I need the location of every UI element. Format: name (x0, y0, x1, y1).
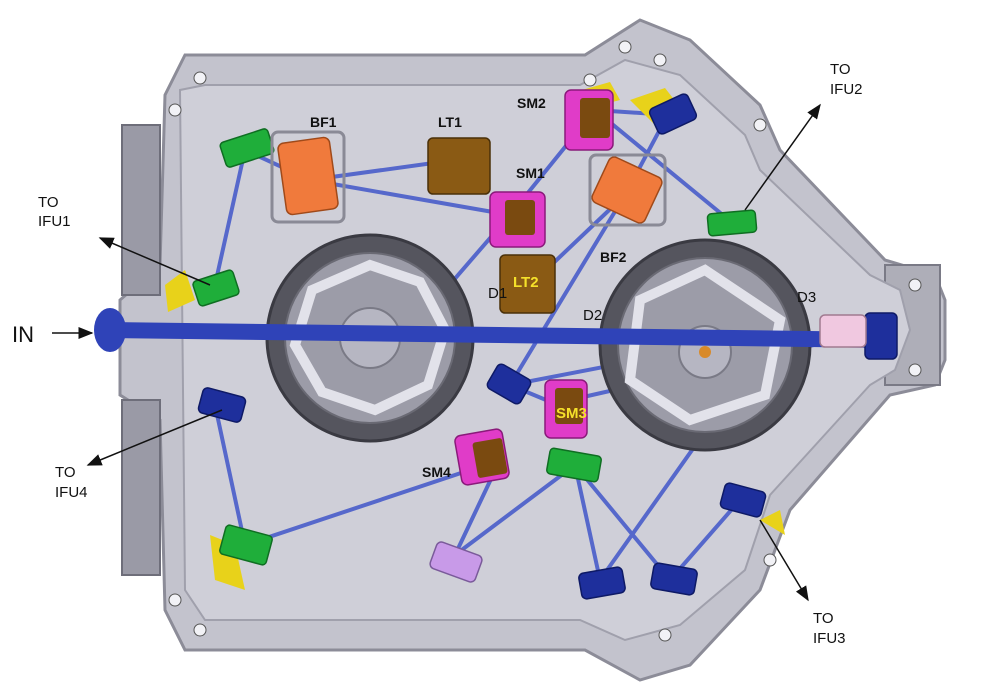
label-to-ifu4-line2: IFU4 (55, 484, 88, 501)
input-beam (94, 308, 893, 352)
bf-mounts (277, 136, 663, 224)
label-d3: D3 (797, 289, 816, 306)
label-lt2: LT2 (513, 274, 539, 291)
blue-mounts (197, 93, 898, 600)
label-lt1: LT1 (438, 114, 462, 130)
left-flange-upper (121, 124, 161, 296)
screws (168, 40, 922, 642)
violet-mount (429, 541, 483, 583)
label-sm4: SM4 (422, 464, 451, 480)
output-arrows (52, 103, 821, 602)
label-sm1: SM1 (516, 165, 545, 181)
label-to-ifu4-line1: TO (55, 464, 76, 481)
label-to-ifu1-line1: TO (38, 194, 59, 211)
label-in: IN (12, 322, 34, 347)
label-d2: D2 (583, 307, 602, 324)
label-to-ifu2-line1: TO (830, 61, 851, 78)
green-mounts (192, 128, 758, 566)
sm-mount-cores (472, 98, 610, 478)
label-sm2: SM2 (517, 95, 546, 111)
label-to-ifu2-line2: IFU2 (830, 81, 863, 98)
pink-mount (819, 314, 867, 348)
label-to-ifu3-line2: IFU3 (813, 630, 846, 647)
label-sm3: SM3 (556, 405, 587, 422)
bf-mount-frames (270, 130, 667, 227)
label-d1: D1 (488, 285, 507, 302)
label-bf2: BF2 (600, 249, 627, 265)
lt-mounts (427, 137, 556, 314)
label-bf1: BF1 (310, 114, 337, 130)
label-to-ifu1-line2: IFU1 (38, 213, 71, 230)
label-to-ifu3-line1: TO (813, 610, 834, 627)
left-flange-lower (121, 399, 161, 576)
